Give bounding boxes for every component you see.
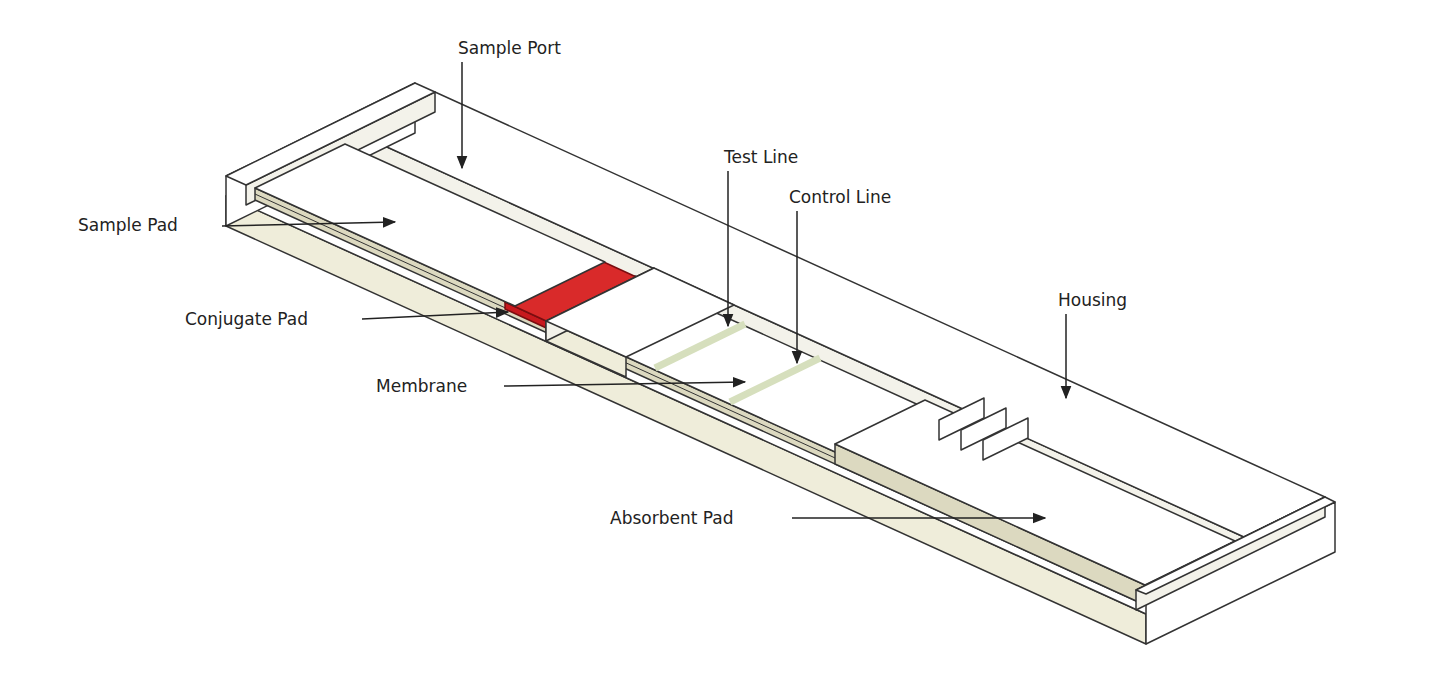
leader-line bbox=[796, 211, 798, 363]
label-anchor: Absorbent Pad bbox=[610, 508, 733, 528]
housing-right-cap-top bbox=[1136, 497, 1335, 594]
sample-pad bbox=[255, 144, 605, 306]
housing-rib bbox=[983, 418, 1028, 460]
leader-line bbox=[792, 517, 1045, 519]
label-anchor: Sample Port bbox=[458, 38, 561, 58]
part-label: Sample Pad bbox=[78, 215, 178, 235]
leader-line bbox=[461, 62, 463, 168]
label-anchor: Sample Pad bbox=[78, 215, 178, 235]
leader-line bbox=[222, 222, 395, 226]
leader-line bbox=[1065, 314, 1067, 398]
leader-line bbox=[727, 171, 729, 326]
housing-floor bbox=[226, 143, 1254, 614]
part-label: Absorbent Pad bbox=[610, 508, 733, 528]
control-line-stripe bbox=[730, 358, 820, 402]
label-anchor: Conjugate Pad bbox=[185, 309, 308, 329]
label-anchor: Control Line bbox=[789, 187, 891, 207]
label-anchor: Housing bbox=[1058, 290, 1127, 310]
label-anchor: Test Line bbox=[724, 147, 798, 167]
strip-edge bbox=[255, 188, 1145, 605]
part-label: Membrane bbox=[376, 376, 467, 396]
housing-back-wall-top bbox=[354, 92, 1325, 537]
housing-bridge-top bbox=[546, 268, 734, 357]
part-label: Housing bbox=[1058, 290, 1127, 310]
absorbent-pad bbox=[835, 400, 1235, 585]
part-label: Sample Port bbox=[458, 38, 561, 58]
leader-line bbox=[504, 382, 745, 386]
part-label: Conjugate Pad bbox=[185, 309, 308, 329]
leader-line bbox=[362, 312, 508, 319]
label-anchor: Membrane bbox=[376, 376, 467, 396]
part-label: Test Line bbox=[724, 147, 798, 167]
part-label: Control Line bbox=[789, 187, 891, 207]
